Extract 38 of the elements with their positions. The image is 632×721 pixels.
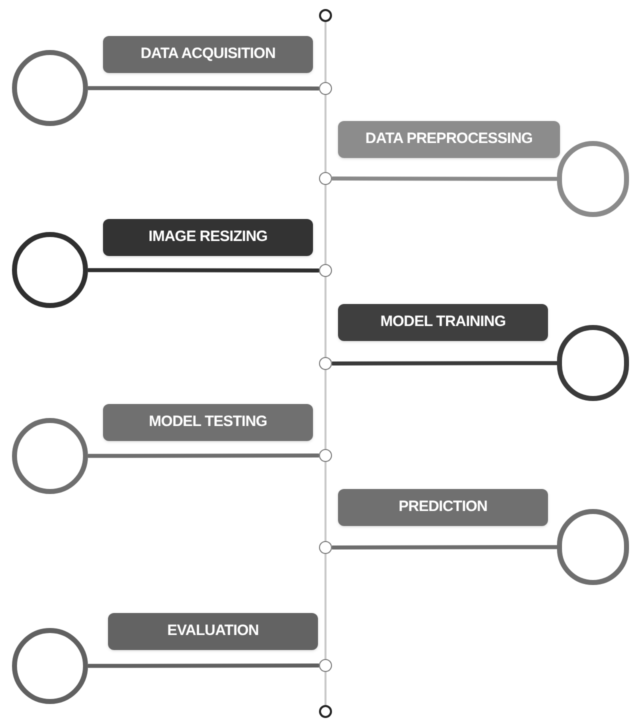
step-label-box [103,404,313,441]
step-label-box [103,36,313,73]
connector-line [332,361,557,366]
timeline-dot [319,449,332,462]
step-label: MODEL TRAINING [380,312,506,332]
timeline-dot [319,264,332,277]
connector-line [88,86,319,90]
timeline-line [324,277,326,357]
step-label-box [108,613,318,650]
timeline-dot [319,82,332,95]
timeline-line [324,22,326,82]
timeline-line [324,95,326,172]
connector-line [88,454,319,458]
timeline-end-circle [319,705,332,718]
timeline-dot [319,659,332,672]
timeline-end-circle [319,9,332,22]
connector-line [88,268,319,272]
connector-line [332,545,557,550]
step-label: DATA ACQUISITION [140,44,276,64]
step-label-box [338,121,560,158]
step-label-box [338,304,548,341]
timeline-line [324,185,326,264]
step-label-box [103,219,313,256]
timeline-dot [319,172,332,185]
timeline-line [324,462,326,541]
timeline-line [324,554,326,659]
step-label: PREDICTION [398,497,488,518]
step-label: IMAGE RESIZING [148,227,268,248]
connector-line [332,176,557,181]
step-label-box [338,489,548,526]
timeline-dot [319,541,332,554]
timeline-line [324,672,326,705]
connector-line [88,664,319,668]
timeline-line [324,370,326,449]
step-label: EVALUATION [167,621,259,642]
timeline-dot [319,357,332,370]
step-label: DATA PREPROCESSING [365,129,533,150]
step-label: MODEL TESTING [148,412,268,432]
